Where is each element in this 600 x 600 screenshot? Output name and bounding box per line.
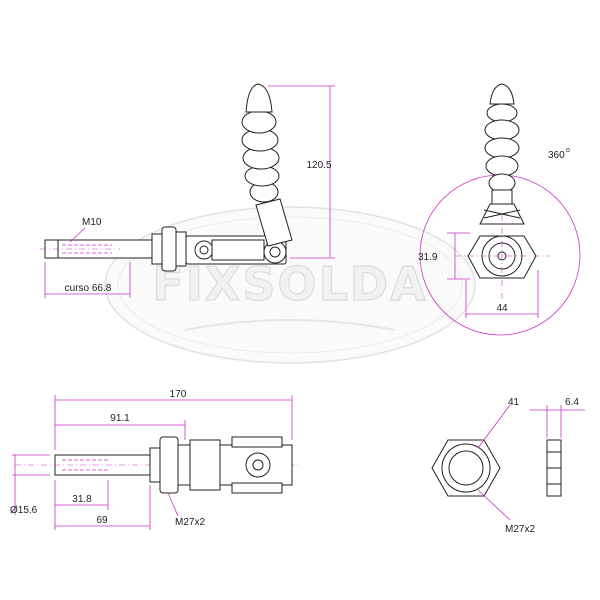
- front-handle-grip: [484, 83, 520, 205]
- top-mount-flange: [159, 436, 179, 494]
- top-mount-collar: [177, 444, 191, 486]
- rotation-view: 360 o 31.9 44: [418, 83, 581, 336]
- thread-label: M10: [82, 217, 102, 228]
- across-flats-dim: 41: [508, 397, 520, 408]
- lock-nut: [151, 233, 163, 265]
- width-dim: 44: [496, 303, 508, 314]
- degree-symbol: o: [566, 147, 570, 154]
- rotation-label: 360: [548, 150, 565, 161]
- overall-length-dim: 170: [170, 389, 187, 400]
- body-length-dim: 91.1: [110, 413, 130, 424]
- watermark-text: FIXSOLDA: [152, 257, 427, 311]
- thread-depth-dim: 31.8: [72, 494, 92, 505]
- stroke-label: curso 66.8: [65, 283, 112, 294]
- lever-arm: [255, 198, 293, 247]
- side-view: 120.5 M10 curso 66.8: [40, 83, 335, 298]
- handle-height-dim: 120.5: [306, 160, 331, 171]
- diameter-dim: Ø15.6: [10, 505, 38, 516]
- thickness-dim: 6.4: [565, 397, 579, 408]
- top-view: 170 91.1 Ø15.6 31.8 69 M27x2: [10, 389, 300, 530]
- nut-thread-label: M27x2: [175, 517, 205, 528]
- top-link-lower: [231, 482, 283, 494]
- thread-position-dim: 69: [96, 515, 108, 526]
- mount-collar: [175, 231, 187, 267]
- nut-detail-thread-label: M27x2: [505, 524, 535, 535]
- mount-flange: [161, 226, 177, 272]
- top-pivot: [245, 452, 271, 478]
- body-pivot: [194, 240, 214, 260]
- watermark: FIXSOLDA: [104, 206, 476, 364]
- top-link-upper: [231, 436, 283, 448]
- nut-detail: 41 M27x2 6.4: [431, 397, 585, 535]
- top-lock-nut: [149, 447, 161, 483]
- handle-grip: [241, 83, 280, 203]
- center-height-dim: 31.9: [418, 252, 438, 263]
- linkage-bar: [211, 239, 265, 261]
- top-body: [189, 439, 221, 491]
